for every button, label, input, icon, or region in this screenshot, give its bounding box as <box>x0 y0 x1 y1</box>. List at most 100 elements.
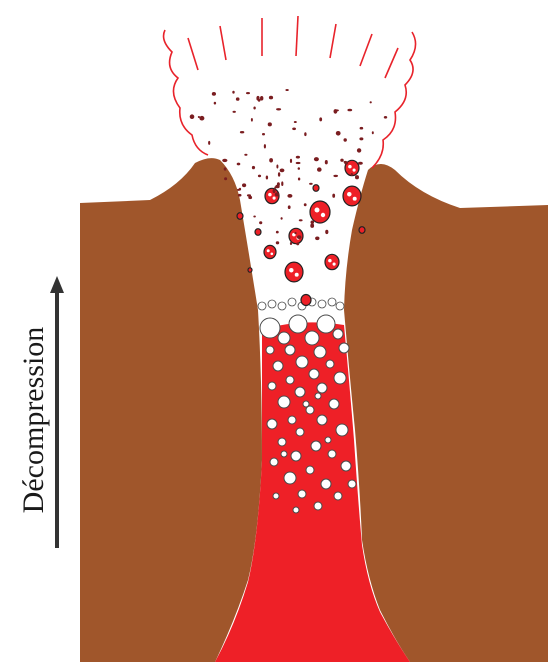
foam-bubble <box>336 302 344 310</box>
gas-bubble <box>278 332 290 344</box>
ash-particle <box>224 167 227 170</box>
gas-bubble <box>270 458 278 466</box>
ash-particle <box>290 159 292 163</box>
foam-bubble <box>288 298 296 306</box>
pyroclast <box>248 268 252 272</box>
pyroclast-vesicle <box>333 263 336 266</box>
pyroclast-shape <box>264 245 276 258</box>
volcano-ground-left <box>80 158 262 662</box>
ash-particle <box>334 109 338 114</box>
ash-particle <box>252 166 255 169</box>
gas-bubble <box>311 441 321 451</box>
ash-particle <box>237 163 241 166</box>
ash-particle <box>288 205 291 209</box>
ash-particle <box>296 243 299 246</box>
ash-particle <box>266 176 268 180</box>
gas-bubble <box>328 450 336 458</box>
pyroclast-shape <box>343 186 361 206</box>
gas-bubble <box>296 428 304 436</box>
pyroclast-vesicle <box>328 259 332 263</box>
pyroclast-shape <box>310 201 330 223</box>
ash-particle <box>347 109 352 112</box>
gas-bubble <box>341 461 351 471</box>
pyroclast-shape <box>359 227 365 234</box>
ash-particle <box>360 127 364 130</box>
ash-particle <box>333 175 338 177</box>
ash-particle <box>287 194 292 198</box>
plume-ray <box>330 24 336 58</box>
volcano-ground-right <box>344 164 548 662</box>
foam-bubble <box>328 298 336 306</box>
pyroclast-shape <box>285 262 303 282</box>
ash-particle <box>370 101 372 103</box>
pyroclast-vesicle <box>273 197 276 200</box>
ash-particle <box>344 138 347 141</box>
gas-bubble <box>266 346 274 354</box>
pyroclast-vesicle <box>347 192 352 197</box>
gas-bubble <box>334 492 342 500</box>
ash-particle <box>281 217 283 220</box>
pyroclast <box>237 213 243 220</box>
ash-particle <box>290 242 292 245</box>
ash-particle <box>304 132 306 136</box>
ash-particle <box>232 91 234 94</box>
gas-bubble <box>334 372 346 384</box>
pyroclast <box>285 262 303 282</box>
pyroclast <box>255 229 261 236</box>
ash-particle <box>336 131 341 136</box>
ash-particle <box>317 167 322 171</box>
ash-particle <box>262 133 265 135</box>
ash-particle <box>274 186 276 188</box>
foam-bubble <box>318 300 326 308</box>
gas-bubble <box>305 331 319 345</box>
pyroclast <box>310 201 330 223</box>
foam-bubble <box>268 300 276 308</box>
plume-ray <box>360 34 372 66</box>
ash-particle <box>276 165 278 169</box>
ash-particle <box>340 159 343 162</box>
ash-particle <box>294 121 297 123</box>
ash-particle <box>268 122 272 126</box>
ash-particle <box>304 203 307 206</box>
pyroclast-shape <box>301 295 311 306</box>
gas-bubble <box>273 493 279 499</box>
ash-particle <box>260 96 263 101</box>
up-arrow-icon <box>50 276 64 548</box>
pyroclast-vesicle <box>348 165 352 169</box>
gas-bubble <box>278 438 286 446</box>
ash-particle <box>310 224 314 228</box>
ash-particle <box>299 219 303 221</box>
pyroclast-vesicle <box>353 169 356 172</box>
pyroclast-vesicle <box>353 197 357 201</box>
ash-particle <box>275 192 279 196</box>
ash-particle <box>281 181 283 186</box>
pyroclast-shape <box>255 229 261 236</box>
ash-particle <box>292 128 296 131</box>
gas-bubble <box>321 479 331 489</box>
ash-particle <box>233 111 236 113</box>
ash-particle <box>253 216 256 218</box>
gas-bubble <box>267 419 277 429</box>
eruption-plume-outline <box>164 30 416 168</box>
ash-particle <box>199 116 204 121</box>
pyroclast-shape <box>313 185 319 192</box>
gas-bubble <box>284 472 296 484</box>
decompression-label: Décompression <box>17 327 51 514</box>
ash-particle <box>247 194 251 196</box>
ash-particle <box>251 118 253 122</box>
ash-particle <box>269 96 273 100</box>
gas-bubble <box>289 315 307 333</box>
ash-particle <box>297 235 302 239</box>
ash-particle <box>358 162 363 165</box>
gas-bubble <box>325 437 331 443</box>
gas-bubble <box>281 451 287 457</box>
ash-particle <box>276 241 279 244</box>
pyroclast-vesicle <box>295 273 299 277</box>
gas-bubble <box>273 361 283 371</box>
gas-bubble <box>291 451 301 461</box>
gas-bubble <box>315 393 321 399</box>
ash-particle <box>296 162 301 164</box>
pyroclast-vesicle <box>315 208 320 213</box>
ash-particle <box>273 189 276 193</box>
